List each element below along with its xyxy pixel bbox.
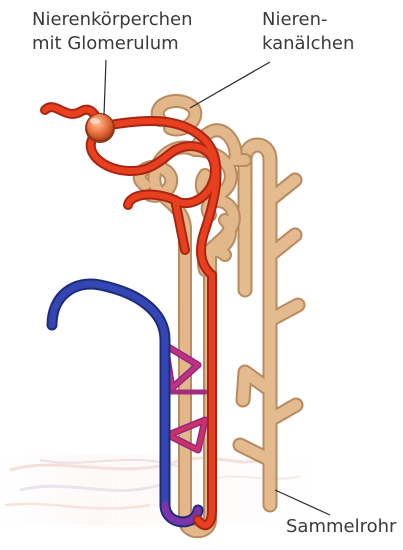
label-renal-tubule-line1: Nieren- bbox=[262, 8, 354, 32]
label-renal-tubule: Nieren- kanälchen bbox=[262, 8, 354, 56]
label-glomerulus-line1: Nierenkörperchen bbox=[32, 8, 193, 32]
label-glomerulus: Nierenkörperchen mit Glomerulum bbox=[32, 8, 193, 56]
label-collecting-duct: Sammelrohr bbox=[286, 515, 396, 539]
glomerulus-leader-line bbox=[104, 60, 106, 115]
tubule-leader-line bbox=[190, 62, 270, 108]
label-renal-tubule-line2: kanälchen bbox=[262, 32, 354, 56]
collecting-duct bbox=[240, 145, 298, 505]
label-glomerulus-line2: mit Glomerulum bbox=[32, 32, 193, 56]
renal-corpuscle bbox=[85, 113, 115, 143]
label-collecting-duct-text: Sammelrohr bbox=[286, 515, 396, 539]
